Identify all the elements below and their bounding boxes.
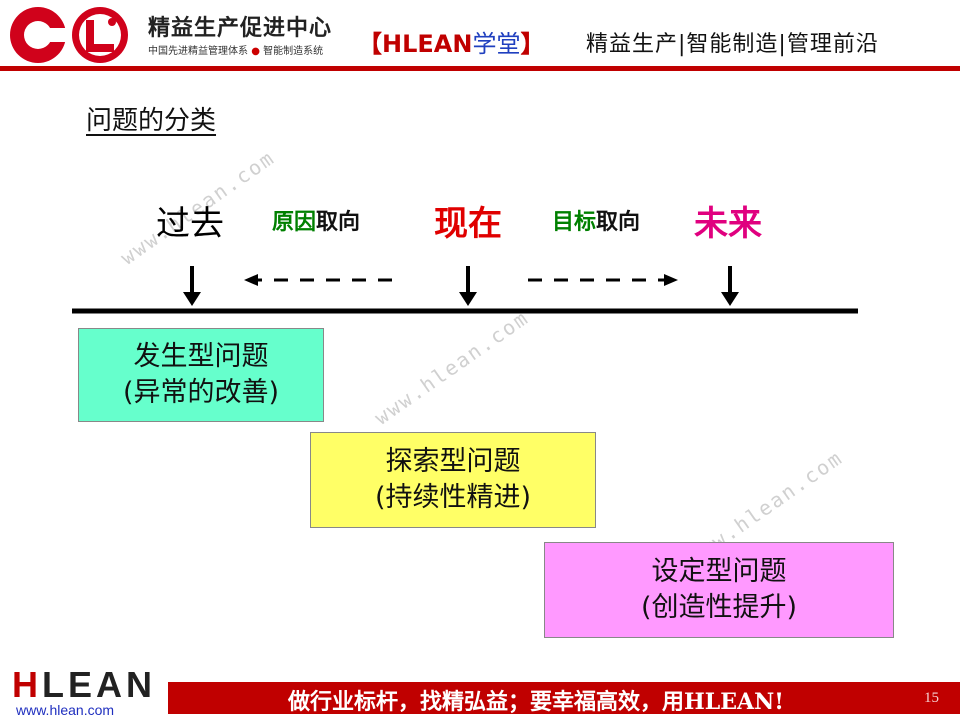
goal-arrow-head bbox=[664, 274, 678, 286]
label-goal-green: 目标 bbox=[552, 210, 597, 235]
setting-problem-box: 设定型问题 (创造性提升) bbox=[544, 542, 894, 638]
label-now: 现在 bbox=[434, 204, 502, 244]
header-divider bbox=[0, 66, 960, 71]
box-subtitle: (创造性提升) bbox=[640, 592, 798, 623]
occurrence-problem-box: 发生型问题 (异常的改善) bbox=[78, 328, 324, 422]
title-bracket-open: 【 bbox=[358, 30, 382, 58]
brand-sub-dot: ● bbox=[251, 46, 260, 57]
brand-name: 精益生产促进中心 bbox=[148, 16, 333, 41]
page-number: 15 bbox=[924, 690, 939, 706]
future-arrow-head bbox=[721, 292, 739, 306]
footer-slogan: 做行业标杆，找精弘益；要幸福高效，用HLEAN! bbox=[288, 689, 784, 715]
title-xuetang: 学堂 bbox=[472, 30, 521, 58]
header-tagline: 精益生产|智能制造|管理前沿 bbox=[586, 32, 879, 57]
exploration-problem-box: 探索型问题 (持续性精进) bbox=[310, 432, 596, 528]
slide-header: 精益生产促进中心 中国先进精益管理体系 ● 智能制造系统 【HLEAN学堂】 精… bbox=[0, 0, 960, 71]
box-title: 探索型问题 bbox=[385, 446, 521, 477]
brand-sub-right: 智能制造系统 bbox=[263, 46, 324, 57]
label-past: 过去 bbox=[156, 204, 224, 244]
box-subtitle: (持续性精进) bbox=[374, 482, 532, 513]
box-subtitle: (异常的改善) bbox=[122, 377, 280, 408]
label-future: 未来 bbox=[694, 204, 762, 244]
company-logo-icon bbox=[10, 7, 128, 63]
footer-url[interactable]: www.hlean.com bbox=[16, 702, 115, 718]
past-arrow-head bbox=[183, 292, 201, 306]
label-cause-oriented: 原因取向 bbox=[272, 204, 360, 236]
title-lean: LEAN bbox=[402, 30, 473, 58]
label-cause-black: 取向 bbox=[316, 210, 361, 235]
timeline-diagram bbox=[72, 266, 858, 314]
footer-logo-h: H bbox=[12, 664, 42, 705]
label-cause-green: 原因 bbox=[272, 210, 317, 235]
box-title: 发生型问题 bbox=[133, 341, 269, 372]
cause-arrow-head bbox=[244, 274, 258, 286]
now-arrow-head bbox=[459, 292, 477, 306]
footer-logo: HLEAN bbox=[12, 664, 156, 706]
title-bracket-close: 】 bbox=[520, 30, 545, 58]
footer-bar bbox=[168, 682, 960, 714]
label-goal-black: 取向 bbox=[596, 210, 641, 235]
brand-sub-left: 中国先进精益管理体系 bbox=[148, 46, 248, 57]
box-title: 设定型问题 bbox=[651, 556, 787, 587]
footer-logo-rest: LEAN bbox=[42, 664, 156, 705]
page-title: 问题的分类 bbox=[86, 106, 217, 136]
label-goal-oriented: 目标取向 bbox=[552, 204, 640, 236]
brand-subtitle: 中国先进精益管理体系 ● 智能制造系统 bbox=[148, 42, 323, 57]
header-title: 【HLEAN学堂】 bbox=[358, 24, 544, 59]
title-h: H bbox=[382, 30, 403, 58]
